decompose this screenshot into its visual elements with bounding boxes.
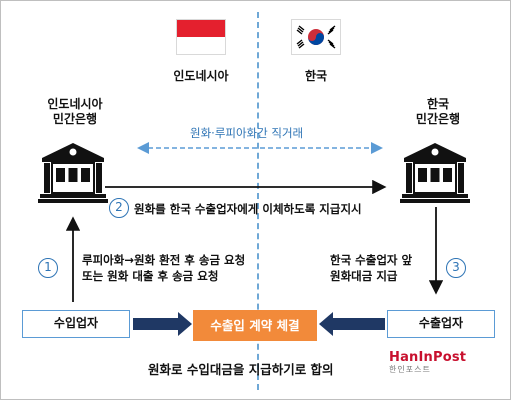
exporter-to-contract-arrow [319,312,385,336]
step1-line: 또는 원화 대출 후 송금 요청 [82,269,219,283]
importer-to-contract-arrow [133,312,192,336]
haninpost-logo: HanInPost 한인포스트 [389,351,469,379]
indonesia-bank-name: 인도네시아 민간은행 [30,97,120,127]
country-divider-line [257,12,259,390]
step-number-2: 2 [109,198,129,218]
step3-line: 원화대금 지급 [330,269,398,283]
bank-building-icon [400,143,470,203]
bank-building-icon [38,143,108,203]
bank-name-line: 민간은행 [415,112,461,126]
indonesia-flag-icon [176,19,226,55]
importer-box: 수입업자 [22,310,130,338]
step2-text: 원화를 한국 수출업자에게 이체하도록 지급지시 [134,202,362,216]
direct-trade-label: 원화·루피아화간 직거래 [190,126,304,140]
step-number-1: 1 [38,258,58,278]
step1-line: 루피아화→원화 환전 후 송금 요청 [82,253,246,267]
step1-text: 루피아화→원화 환전 후 송금 요청 또는 원화 대출 후 송금 요청 [82,252,245,284]
logo-main-text: HanInPost [389,350,467,365]
korea-flag-icon [291,19,341,55]
bank-name-line: 한국 [426,97,450,111]
step3-line: 한국 수출업자 앞 [330,253,413,267]
agreement-text: 원화로 수입대금을 지급하기로 합의 [148,362,334,377]
country-label-korea: 한국 [304,69,328,83]
korea-bank-name: 한국 민간은행 [398,97,478,127]
bank-name-line: 민간은행 [52,112,98,126]
exporter-box: 수출업자 [387,310,495,338]
country-label-indonesia: 인도네시아 [173,69,229,83]
step3-text: 한국 수출업자 앞 원화대금 지급 [330,252,412,284]
step-number-3: 3 [446,258,466,278]
logo-sub-text: 한인포스트 [389,365,431,374]
bank-name-line: 인도네시아 [47,97,103,111]
contract-box: 수출입 계약 체결 [193,310,317,341]
